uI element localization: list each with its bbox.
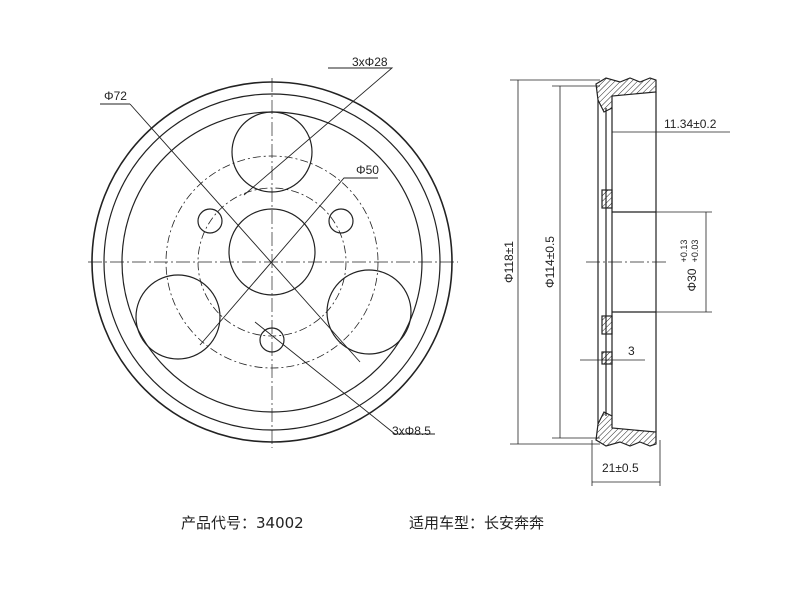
small-hole-left bbox=[197, 208, 223, 234]
web-section-upper bbox=[601, 189, 613, 209]
front-labels: 3xΦ28 Φ72 Φ50 3xΦ8.5 bbox=[104, 55, 431, 438]
label-pcd-inner: Φ50 bbox=[356, 163, 379, 177]
label-holes-small: 3xΦ8.5 bbox=[392, 424, 431, 438]
front-leaders bbox=[100, 67, 435, 435]
web-section-lower bbox=[601, 315, 613, 335]
vehicle-caption: 适用车型：长安奔奔 bbox=[409, 514, 545, 532]
product-code-caption: 产品代号：34002 bbox=[181, 514, 304, 532]
leader-pcd-outer bbox=[129, 103, 361, 363]
side-labels: Φ118±1 Φ114±0.5 Φ30 +0.13 +0.03 11.34±0.… bbox=[502, 117, 717, 475]
side-dimension-lines bbox=[510, 79, 730, 486]
label-bore-tol-upper: +0.13 bbox=[679, 240, 689, 263]
leader-holes-large bbox=[243, 67, 394, 196]
small-hole-right bbox=[328, 208, 354, 234]
large-hole-left bbox=[135, 274, 221, 360]
bottom-flange-section bbox=[595, 411, 657, 447]
label-pcd-outer: Φ72 bbox=[104, 89, 127, 103]
leader-holes-small bbox=[254, 321, 435, 435]
label-groove-offset: 11.34±0.2 bbox=[664, 117, 717, 131]
label-bore: Φ30 bbox=[685, 268, 699, 291]
large-hole-right bbox=[326, 269, 412, 355]
label-overall-width: 21±0.5 bbox=[602, 461, 639, 475]
web-section-mid bbox=[601, 351, 613, 365]
label-groove-diameter: Φ114±0.5 bbox=[543, 236, 557, 288]
label-web-thickness: 3 bbox=[628, 344, 635, 358]
top-flange-section bbox=[595, 77, 657, 113]
label-outer-diameter: Φ118±1 bbox=[502, 241, 516, 283]
leader-pcd-inner bbox=[199, 177, 378, 346]
front-centerlines bbox=[88, 78, 458, 448]
label-holes-large: 3xΦ28 bbox=[352, 55, 388, 69]
label-bore-tol-lower: +0.03 bbox=[690, 240, 700, 263]
